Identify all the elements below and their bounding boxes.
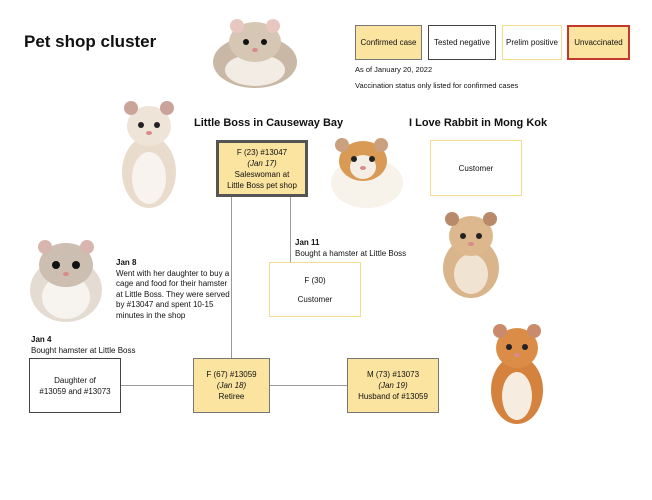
case-13059-id: F (67) #13059 [206, 370, 257, 379]
legend-confirmed: Confirmed case [355, 25, 422, 60]
legend-unvaccinated-label: Unvaccinated [574, 38, 623, 47]
case-13073-role: Husband of #13059 [358, 392, 428, 401]
connector-13047-customer [290, 196, 291, 262]
connector-daughter-13059 [120, 385, 193, 386]
as-of-date: As of January 20, 2022 [355, 65, 433, 74]
hamster-icon [122, 101, 176, 208]
hamster-icon [443, 212, 499, 298]
case-13047-id: F (23) #13047 [236, 147, 288, 157]
note-jan-11-text: Bought a hamster at Little Boss [295, 248, 407, 258]
case-13073-id: M (73) #13073 [366, 370, 420, 379]
hamster-icon [491, 324, 543, 424]
case-13047-role-1: Saleswoman at [234, 169, 290, 179]
note-jan-8: Jan 8 Went with her daughter to buy a ca… [116, 258, 241, 321]
case-13059-role: Retiree [218, 392, 245, 401]
note-jan-4-date: Jan 4 [31, 335, 52, 344]
note-jan-8-date: Jan 8 [116, 258, 137, 267]
legend-tested-negative: Tested negative [428, 25, 496, 60]
legend-unvaccinated: Unvaccinated [567, 25, 630, 60]
note-jan-8-line-5: minutes in the shop [116, 310, 186, 320]
page-title: Pet shop cluster [24, 32, 157, 51]
hamster-icon [213, 19, 297, 88]
note-jan-8-line-4: by #13047 and spent 10-15 [116, 300, 214, 309]
connector-13047-13059 [231, 196, 232, 358]
daughter-line-2: #13059 and #13073 [39, 386, 111, 396]
note-jan-11-date: Jan 11 [295, 238, 320, 247]
customer-f30-role: Customer [297, 294, 333, 304]
legend-prelim-positive-label: Prelim positive [505, 38, 558, 47]
daughter-line-1: Daughter of [54, 375, 96, 385]
case-13059-node: F (67) #13059 (Jan 18) Retiree [193, 358, 270, 413]
connector-13059-13073 [270, 385, 347, 386]
customer-f30-node: F (30) Customer [269, 262, 361, 317]
case-13073-date: (Jan 19) [378, 381, 408, 390]
case-13047-node: F (23) #13047 (Jan 17) Saleswoman at Lit… [216, 140, 308, 197]
note-jan-4: Jan 4 Bought hamster at Little Boss [31, 335, 136, 356]
legend-tested-negative-label: Tested negative [433, 38, 491, 47]
legend-confirmed-label: Confirmed case [360, 38, 417, 47]
customer-f30-id: F (30) [304, 275, 326, 285]
case-13047-date: (Jan 17) [247, 158, 277, 168]
hamster-icon [331, 138, 403, 208]
note-jan-8-line-3: at Little Boss. They were served [116, 289, 230, 299]
note-jan-4-text: Bought hamster at Little Boss [31, 345, 136, 355]
customer-mong-kok-node: Customer [430, 140, 522, 196]
case-13059-date: (Jan 18) [216, 381, 247, 390]
case-13047-role-2: Little Boss pet shop [227, 180, 297, 190]
vaccination-note: Vaccination status only listed for confi… [355, 81, 519, 90]
note-jan-11: Jan 11 Bought a hamster at Little Boss [295, 238, 406, 259]
legend-prelim-positive: Prelim positive [502, 25, 562, 60]
note-jan-8-line-1: Went with her daughter to buy a [116, 268, 230, 278]
daughter-node: Daughter of #13059 and #13073 [29, 358, 121, 413]
hamster-icon [30, 240, 102, 322]
section-heading-i-love-rabbit: I Love Rabbit in Mong Kok [409, 117, 548, 129]
case-13073-node: M (73) #13073 (Jan 19) Husband of #13059 [347, 358, 439, 413]
note-jan-8-line-2: cage and food for their hamster [116, 279, 228, 288]
customer-mong-kok-label: Customer [458, 163, 494, 173]
section-heading-little-boss: Little Boss in Causeway Bay [194, 117, 344, 129]
